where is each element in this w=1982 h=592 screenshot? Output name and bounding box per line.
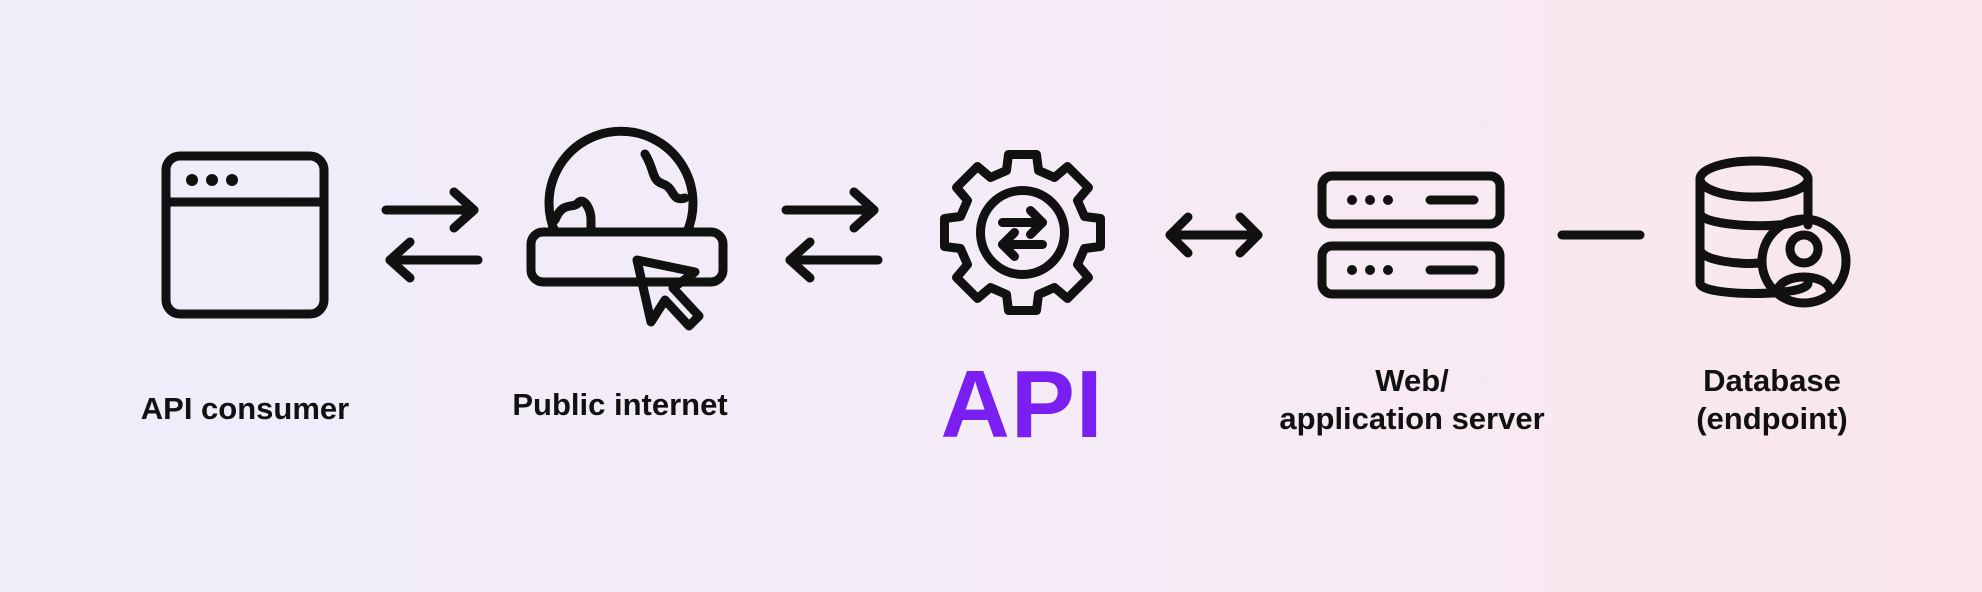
database-user-icon	[1694, 155, 1854, 315]
edge-api-server	[1164, 210, 1264, 260]
edge-consumer-internet	[381, 187, 483, 283]
edge-internet-api	[781, 187, 883, 283]
edge-server-database	[1556, 225, 1646, 245]
node-label-internet: Public internet	[512, 387, 728, 422]
gear-exchange-icon	[930, 140, 1115, 325]
node-label-api: API	[940, 351, 1104, 458]
node-label-server: Web/ application server	[1279, 363, 1545, 436]
globe-cursor-icon	[525, 126, 730, 340]
server-rack-icon	[1316, 170, 1506, 300]
node-label-database: Database (endpoint)	[1696, 363, 1848, 436]
browser-window-icon	[160, 150, 330, 320]
node-label-consumer: API consumer	[140, 391, 350, 426]
